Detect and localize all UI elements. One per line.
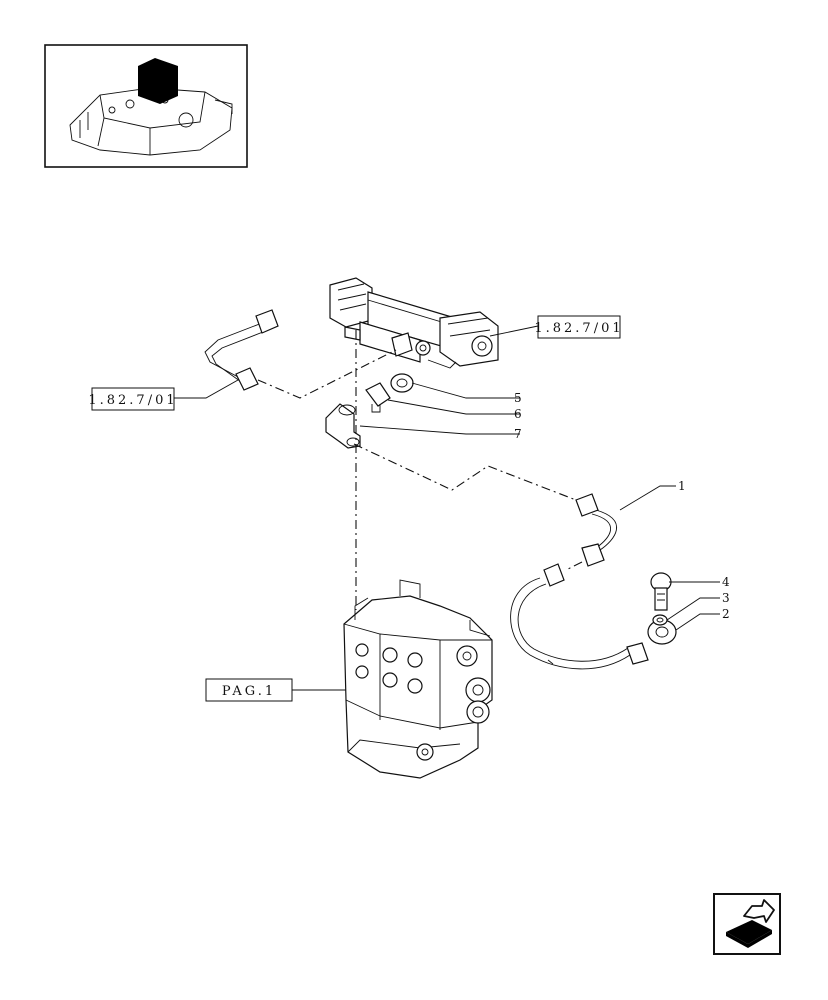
washer-part-5: [390, 373, 414, 393]
callout-5: 5: [514, 391, 522, 405]
elbow-part-7: [325, 403, 361, 449]
ref-box-top-right[interactable]: 1.82.7/01: [534, 315, 623, 339]
ref-label-left: 1.82.7/01: [88, 393, 177, 408]
left-pipe: [204, 309, 279, 391]
routing-lines: [257, 330, 583, 610]
adapter-part-6: [365, 382, 391, 413]
thumbnail-highlight-block: [138, 58, 178, 104]
callout-3: 3: [722, 591, 730, 605]
callout-2: 2: [722, 607, 730, 621]
callout-7: 7: [514, 427, 522, 441]
ref-box-bottom[interactable]: PAG.1: [205, 678, 293, 702]
ref-label-top-right: 1.82.7/01: [534, 321, 623, 336]
callout-6: 6: [514, 407, 522, 421]
callout-1: 1: [678, 479, 686, 493]
actuator-assembly: [329, 277, 499, 369]
ref-box-left[interactable]: 1.82.7/01: [88, 387, 177, 411]
callout-4: 4: [722, 575, 730, 589]
callout-numbers: 1 2 3 4 5 6 7: [514, 391, 730, 621]
leader-lines: [174, 325, 720, 691]
locator-thumbnail[interactable]: [44, 44, 248, 168]
washer-part-3: [652, 614, 668, 626]
ref-label-bottom: PAG.1: [222, 684, 276, 699]
control-valve-block: [343, 579, 493, 779]
flexible-hose-part-1: [510, 493, 677, 670]
banjo-bolt-part-4: [650, 572, 672, 611]
next-page-arrow-icon[interactable]: [713, 893, 781, 955]
